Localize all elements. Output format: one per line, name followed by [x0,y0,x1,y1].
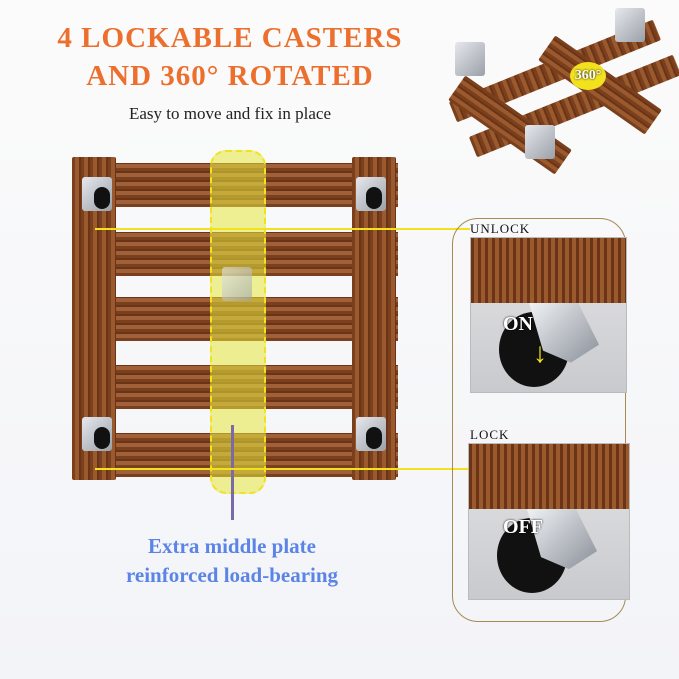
middle-plate-highlight [210,150,266,494]
unlock-leader-line [95,228,470,230]
subtitle: Easy to move and fix in place [128,104,332,123]
middle-plate-line2: reinforced load-bearing [125,563,339,587]
headline-line2: AND 360° ROTATED [86,60,374,92]
rotation-badge: 360° [570,62,606,90]
angled-dolly-photo: 360° [435,0,679,195]
lock-label: LOCK [470,427,510,442]
lock-photo: OFF [468,443,630,600]
headline-line1: 4 LOCKABLE CASTERS [57,22,403,54]
lock-state: OFF [503,516,543,538]
unlock-label: UNLOCK [470,221,531,236]
lock-leader-line [95,468,468,470]
unlock-photo: ON ↓ [470,237,627,393]
caster-callout [452,218,626,622]
unlock-state: ON [503,313,533,335]
middle-plate-line1: Extra middle plate [148,534,316,558]
pointer-line [231,425,234,520]
arrow-down-icon: ↓ [533,338,547,369]
